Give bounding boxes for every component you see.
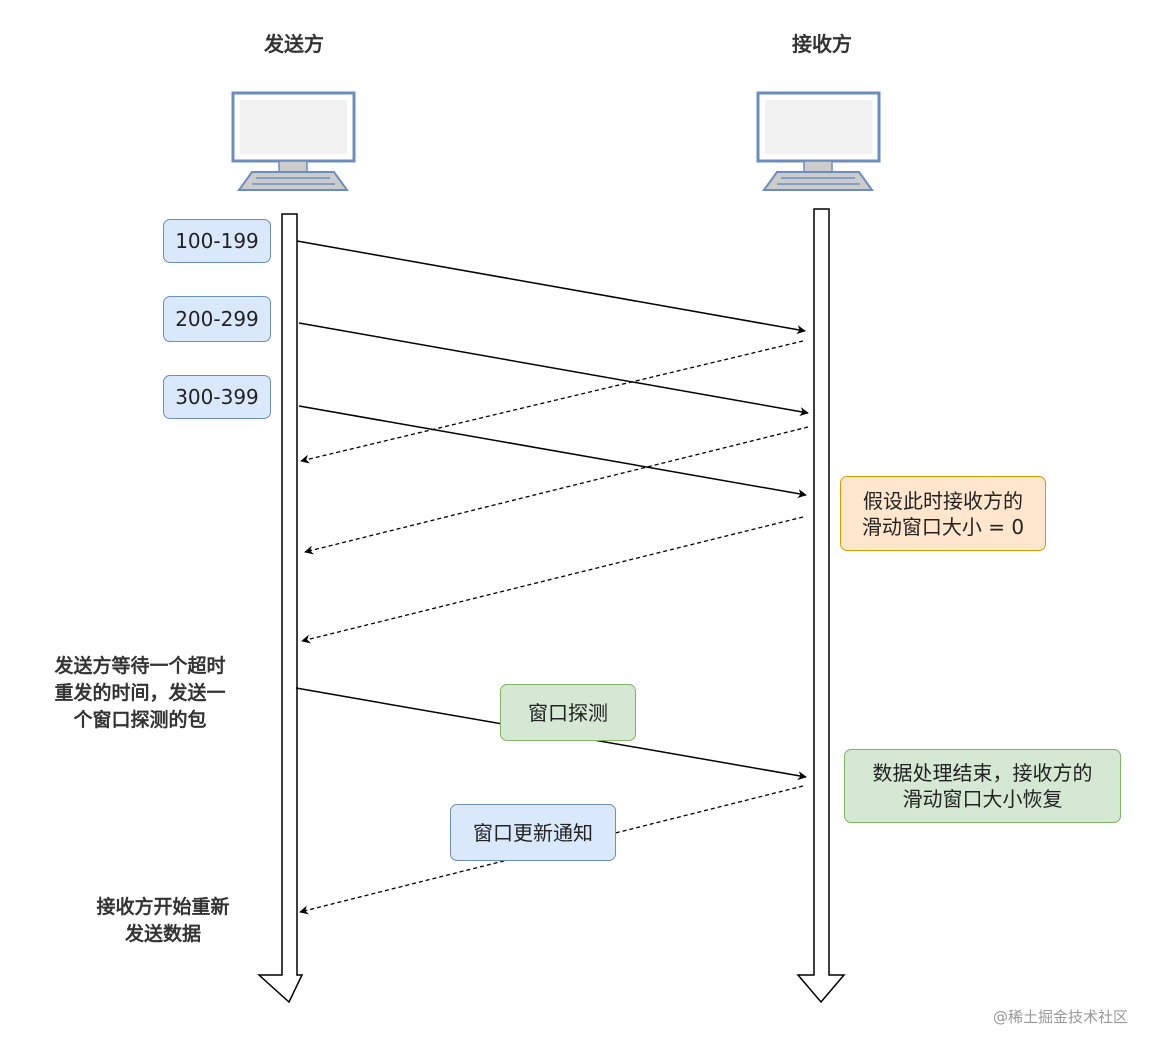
segment-label: 100-199 bbox=[175, 229, 259, 253]
segment-box-300-399: 300-399 bbox=[163, 375, 271, 419]
window-zero-line1: 假设此时接收方的 bbox=[863, 488, 1023, 513]
window-restored-line1: 数据处理结束，接收方的 bbox=[872, 761, 1093, 785]
ack-arrow-3 bbox=[301, 516, 804, 644]
window-restored-line2: 滑动窗口大小恢复 bbox=[902, 787, 1063, 811]
window-restored-note: 数据处理结束，接收方的 滑动窗口大小恢复 bbox=[844, 749, 1121, 823]
watermark: @稀土掘金技术社区 bbox=[992, 1008, 1128, 1026]
segment-arrow-100-199 bbox=[296, 240, 806, 335]
segment-label: 300-399 bbox=[175, 385, 259, 409]
window-probe-text: 窗口探测 bbox=[528, 700, 608, 725]
sender-lifeline bbox=[257, 213, 304, 1004]
window-update-label: 窗口更新通知 bbox=[450, 804, 616, 861]
segment-arrow-200-299 bbox=[298, 322, 809, 417]
receiver-title: 接收方 bbox=[792, 32, 852, 56]
window-zero-line2: 滑动窗口大小 = 0 bbox=[861, 514, 1025, 539]
window-update-text: 窗口更新通知 bbox=[473, 820, 593, 845]
resume-line1: 接收方开始重新 bbox=[96, 896, 230, 918]
timeout-probe-line3: 个窗口探测的包 bbox=[73, 709, 207, 731]
timeout-probe-note: 发送方等待一个超时 重发的时间，发送一 个窗口探测的包 bbox=[30, 653, 250, 734]
window-zero-note: 假设此时接收方的 滑动窗口大小 = 0 bbox=[840, 476, 1046, 551]
segment-box-100-199: 100-199 bbox=[163, 219, 271, 263]
sender-computer-icon bbox=[231, 91, 356, 191]
receiver-computer-icon bbox=[756, 91, 881, 191]
receiver-lifeline bbox=[796, 208, 846, 1004]
ack-arrow-1 bbox=[300, 340, 804, 464]
ack-arrow-2 bbox=[304, 426, 809, 555]
resume-note: 接收方开始重新 发送数据 bbox=[68, 894, 258, 948]
resume-line2: 发送数据 bbox=[124, 923, 201, 945]
timeout-probe-line1: 发送方等待一个超时 bbox=[54, 655, 226, 677]
segment-arrow-300-399 bbox=[298, 405, 807, 499]
sender-title: 发送方 bbox=[264, 32, 324, 56]
segment-label: 200-299 bbox=[175, 307, 259, 331]
window-probe-label: 窗口探测 bbox=[500, 684, 636, 741]
timeout-probe-line2: 重发的时间，发送一 bbox=[54, 682, 226, 704]
segment-box-200-299: 200-299 bbox=[163, 296, 271, 342]
